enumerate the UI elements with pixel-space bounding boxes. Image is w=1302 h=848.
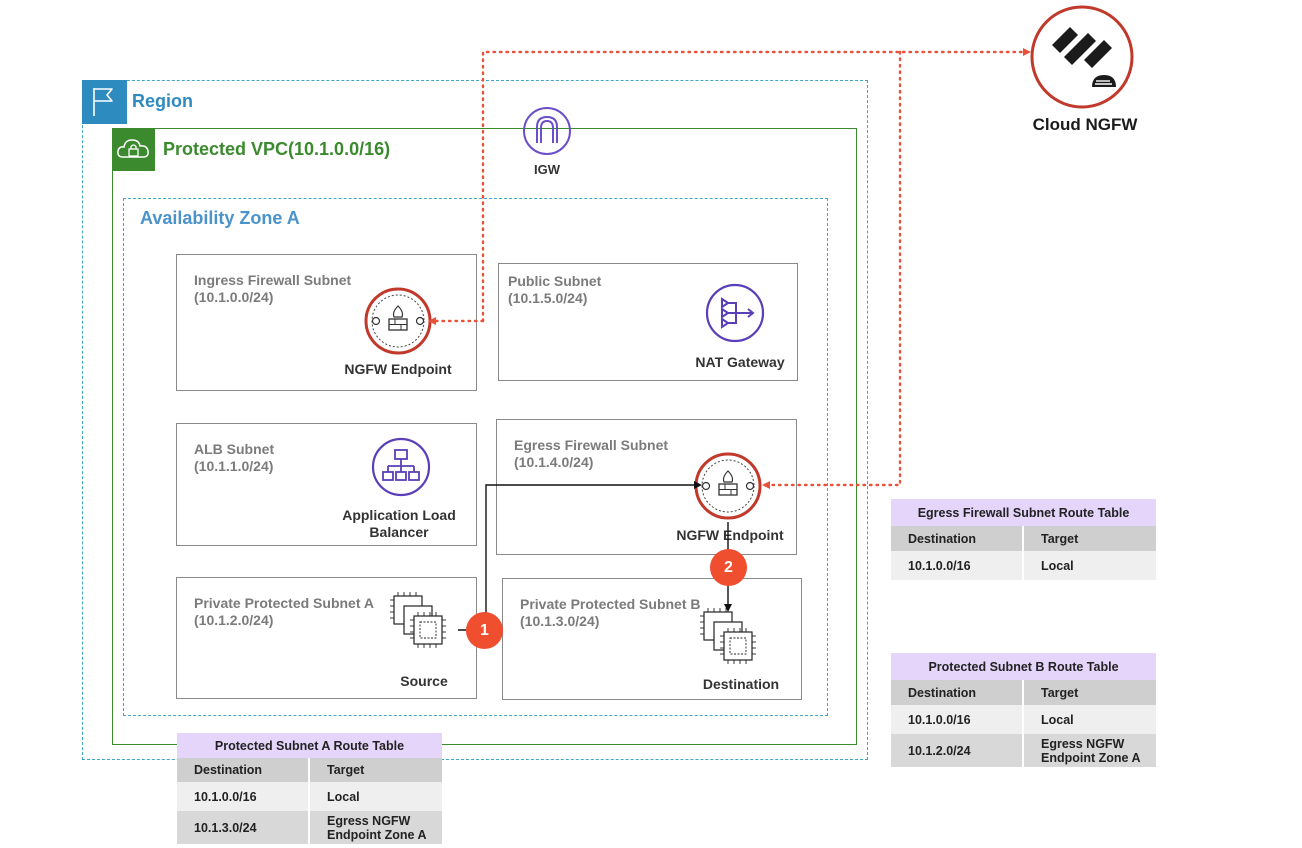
igw-label: IGW xyxy=(534,162,560,177)
dotted-flow-ingress xyxy=(481,48,1031,323)
subnet-b-route-table: Protected Subnet B Route Table Destinati… xyxy=(891,653,1156,767)
alb-label-line1: Application Load xyxy=(342,507,456,523)
source-instances-icon xyxy=(390,592,446,648)
application-load-balancer-icon xyxy=(371,437,431,497)
igw-icon xyxy=(523,107,571,155)
availability-zone-label: Availability Zone A xyxy=(140,208,300,228)
nat-gateway-label: NAT Gateway xyxy=(695,354,785,370)
vpc-cloud-lock-icon xyxy=(112,128,155,171)
route-destination: 10.1.3.0/24 xyxy=(177,811,309,844)
subnet-cidr: (10.1.4.0/24) xyxy=(514,454,594,470)
route-table-title: Egress Firewall Subnet Route Table xyxy=(891,499,1156,526)
step-badge-1: 1 xyxy=(466,612,503,649)
route-target: Local xyxy=(1022,551,1156,580)
column-target: Target xyxy=(308,758,442,782)
subnet-cidr: (10.1.2.0/24) xyxy=(194,612,274,628)
vpc-boundary xyxy=(112,128,857,745)
route-table-title: Protected Subnet A Route Table xyxy=(177,733,442,758)
subnet-a-route-table: Protected Subnet A Route Table Destinati… xyxy=(177,733,442,844)
column-destination: Destination xyxy=(891,680,1023,705)
subnet-cidr: (10.1.1.0/24) xyxy=(194,458,274,474)
column-destination: Destination xyxy=(891,526,1023,551)
subnet-title: Private Protected Subnet B xyxy=(520,596,701,612)
route-destination: 10.1.2.0/24 xyxy=(891,734,1023,767)
column-target: Target xyxy=(1022,680,1156,705)
ingress-ngfw-endpoint-label: NGFW Endpoint xyxy=(344,361,452,377)
availability-zone-boundary xyxy=(123,198,828,716)
route-target: Egress NGFW Endpoint Zone A xyxy=(1022,734,1156,767)
alb-subnet: ALB Subnet (10.1.1.0/24) xyxy=(176,423,477,546)
column-destination: Destination xyxy=(177,758,309,782)
egress-firewall-route-table: Egress Firewall Subnet Route Table Desti… xyxy=(891,499,1156,580)
route-target: Local xyxy=(308,782,442,811)
subnet-cidr: (10.1.3.0/24) xyxy=(520,613,600,629)
subnet-title: Egress Firewall Subnet xyxy=(514,437,669,453)
route-destination: 10.1.0.0/16 xyxy=(891,705,1023,734)
route-target-line2: Endpoint Zone A xyxy=(327,827,427,842)
route-destination: 10.1.0.0/16 xyxy=(891,551,1023,580)
route-destination: 10.1.0.0/16 xyxy=(177,782,309,811)
alb-label: Application Load Balancer xyxy=(324,507,474,541)
column-target: Target xyxy=(1022,526,1156,551)
region-boundary xyxy=(82,80,868,760)
solid-flow-source-to-endpoint xyxy=(458,481,702,631)
source-label: Source xyxy=(400,673,448,689)
egress-ngfw-endpoint-label: NGFW Endpoint xyxy=(676,527,784,543)
subnet-title: Private Protected Subnet A xyxy=(194,595,374,611)
subnet-title: Ingress Firewall Subnet xyxy=(194,272,352,288)
destination-instances-icon xyxy=(700,608,756,664)
route-target-line2: Endpoint Zone A xyxy=(1041,750,1141,765)
subnet-cidr: (10.1.0.0/24) xyxy=(194,289,274,305)
destination-label: Destination xyxy=(702,676,780,692)
step-badge-2: 2 xyxy=(710,549,747,586)
route-target: Egress NGFW Endpoint Zone A xyxy=(308,811,442,844)
cloud-ngfw-label: Cloud NGFW xyxy=(1032,115,1138,134)
subnet-title: Public Subnet xyxy=(508,273,602,289)
vpc-label: Protected VPC(10.1.0.0/16) xyxy=(163,139,391,159)
egress-ngfw-endpoint-icon xyxy=(694,452,762,520)
region-label: Region xyxy=(132,91,193,111)
subnet-title: ALB Subnet xyxy=(194,441,275,457)
region-flag-icon xyxy=(82,80,127,124)
route-table-title: Protected Subnet B Route Table xyxy=(891,653,1156,680)
route-target-line1: Egress NGFW xyxy=(327,813,411,828)
route-target: Local xyxy=(1022,705,1156,734)
cloud-ngfw-icon xyxy=(1030,5,1134,109)
alb-label-line2: Balancer xyxy=(369,524,429,540)
route-target-line1: Egress NGFW xyxy=(1041,736,1125,751)
dotted-flow-egress xyxy=(762,50,902,489)
subnet-cidr: (10.1.5.0/24) xyxy=(508,290,588,306)
nat-gateway-icon xyxy=(705,283,765,343)
